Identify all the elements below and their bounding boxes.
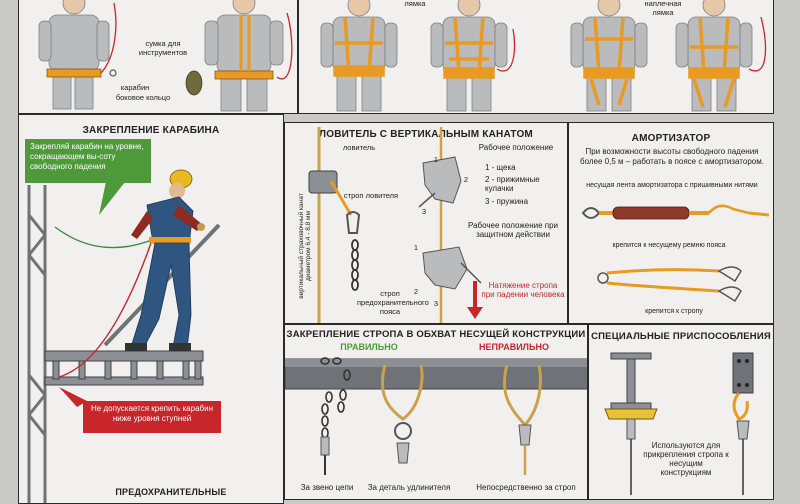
sling-attach-label: крепится к стропу [645,308,703,315]
marker-1-top: 1 [433,155,439,164]
marker-1-bottom: 1 [413,243,419,252]
worker-on-platform-illustration [27,169,221,503]
absorber-panel: АМОРТИЗАТОР При возможности высоты свобо… [568,122,774,324]
special-devices-caption: Используются для прикрепления стропа к н… [643,441,729,477]
part-1-label: 1 - щека [485,163,516,172]
rope-diameter-label: вертикальный страховочный канат диаметро… [298,193,312,299]
absorber-title: АМОРТИЗАТОР [631,133,711,144]
part-2-label: 2 - прижимные кулачки [485,175,540,193]
rope-catcher-illustration [308,127,483,323]
special-devices-illustration [604,352,754,495]
tool-bag-label: сумка для инструментов [138,39,188,57]
absorber-tape-label: несущая лента амортизатора с пришивными … [586,182,758,189]
working-position-label: Рабочее положение [478,143,554,152]
belt-attach-label: крепится к несущему ремню пояса [612,242,726,249]
beam-wrap-illustration [285,357,587,475]
catcher-title: ЛОВИТЕЛЬ С ВЕРТИКАЛЬНЫМ КАНАТОМ [319,129,533,140]
part-3-label: 3 - пружина [485,197,529,206]
caption-extender-part: За деталь удлинителя [367,483,451,492]
belt-sling-label: строп предохранительного пояса [357,289,429,316]
strap-label: лямка [404,0,426,8]
correct-label: ПРАВИЛЬНО [340,342,398,352]
caption-direct-sling: Непосредственно за строп [476,483,576,492]
special-devices-panel: СПЕЦИАЛЬНЫЕ ПРИСПОСОБЛЕНИЯ Используются … [588,324,774,500]
top-left-panel: сумка для инструментов карабин боковое к… [18,0,298,114]
top-right-panel: лямка наплечная лямка [298,0,774,114]
incorrect-label: НЕПРАВИЛЬНО [479,342,549,352]
safety-belts-title: ПРЕДОХРАНИТЕЛЬНЫЕ [115,487,227,497]
tension-note-label: Натяжение стропа при падении человека [481,281,565,299]
carabine-panel: ЗАКРЕПЛЕНИЕ КАРАБИНА [18,114,284,504]
absorber-illustration [581,204,770,303]
absorber-description: При возможности высоты свободного падени… [580,147,764,166]
marker-2-top: 2 [463,175,469,184]
wrap-panel: ЗАКРЕПЛЕНИЕ СТРОПА В ОБХВАТ НЕСУЩЕЙ КОНС… [284,324,588,500]
green-callout: Закрепляй карабин на уровне, сокращающем… [25,139,151,183]
harness-figures-left [38,0,293,112]
catcher-panel: ЛОВИТЕЛЬ С ВЕРТИКАЛЬНЫМ КАНАТОМ ловитель… [284,122,568,324]
harness-figures-right [320,0,767,112]
catcher-label: ловитель [342,143,376,152]
carabiner-label: карабин [120,83,150,92]
red-callout: Не допускается крепить карабин ниже уров… [83,401,221,433]
caption-chain-link: За звено цепи [300,483,354,492]
carabine-title: ЗАКРЕПЛЕНИЕ КАРАБИНА [82,125,220,136]
marker-3-top: 3 [421,207,427,216]
catcher-sling-label: строп ловителя [343,191,399,200]
shoulder-strap-label: наплечная лямка [644,0,682,17]
side-ring-label: боковое кольцо [115,93,171,102]
marker-3-bottom: 3 [433,299,439,308]
protective-position-label: Рабочее положение при защитном действии [468,221,558,239]
wrap-title: ЗАКРЕПЛЕНИЕ СТРОПА В ОБХВАТ НЕСУЩЕЙ КОНС… [286,329,586,340]
marker-2-bottom: 2 [413,287,419,296]
special-devices-title: СПЕЦИАЛЬНЫЕ ПРИСПОСОБЛЕНИЯ [591,331,771,342]
